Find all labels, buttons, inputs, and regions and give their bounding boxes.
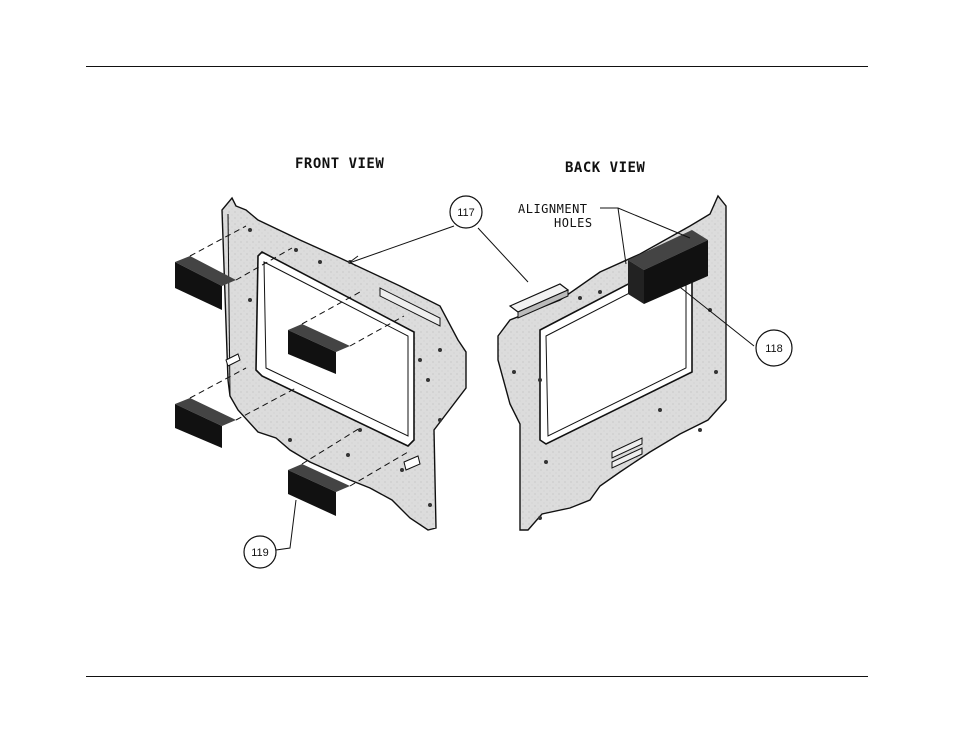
front-block-bottom-left — [175, 398, 236, 448]
callout-117-label: 117 — [457, 207, 475, 219]
callout-118-label: 118 — [765, 343, 783, 355]
callout-117: 117 — [450, 196, 482, 228]
callout-118: 118 — [756, 330, 792, 366]
front-plate — [222, 198, 466, 530]
callout-119: 119 — [244, 536, 276, 568]
callout-119-label: 119 — [251, 547, 269, 559]
